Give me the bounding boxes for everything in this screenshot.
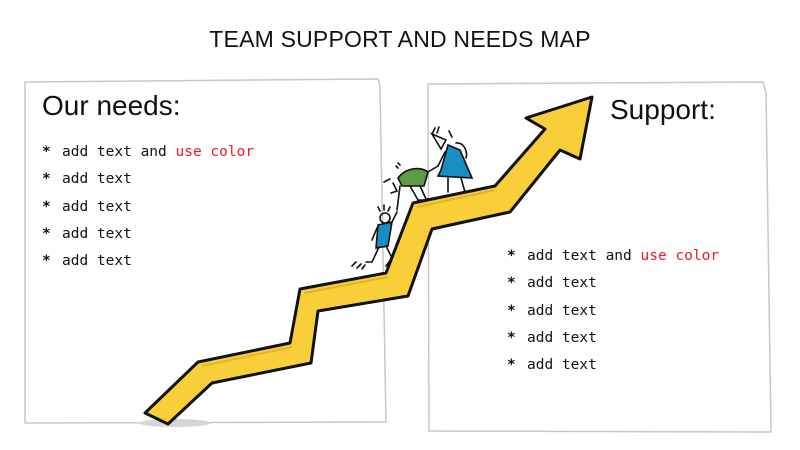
- list-item: *add text: [507, 352, 719, 379]
- list-item: *add text: [42, 194, 254, 221]
- support-list: *add text and use color *add text *add t…: [507, 243, 719, 379]
- list-item: *add text: [42, 248, 254, 275]
- accent-text: use color: [175, 144, 255, 160]
- bullet-icon: *: [507, 329, 516, 346]
- bullet-icon: *: [42, 198, 51, 215]
- accent-text: use color: [640, 248, 720, 264]
- list-item: *add text and use color: [507, 243, 719, 270]
- list-item: *add text: [507, 270, 719, 297]
- climbing-person-icon: [351, 204, 398, 270]
- arrow-shadow: [139, 419, 211, 427]
- helping-person-icon: [383, 162, 441, 211]
- needs-list: *add text and use color *add text *add t…: [42, 139, 254, 275]
- bullet-icon: *: [42, 144, 51, 160]
- bullet-icon: *: [507, 248, 516, 264]
- leading-person-icon: [430, 126, 474, 193]
- bullet-icon: *: [42, 253, 51, 270]
- bullet-icon: *: [42, 225, 51, 242]
- list-item: *add text: [42, 166, 254, 193]
- list-item: *add text: [507, 325, 719, 352]
- list-item: *add text and use color: [42, 139, 254, 166]
- rising-zigzag-arrow-icon: [143, 95, 594, 426]
- page-title: TEAM SUPPORT AND NEEDS MAP: [209, 26, 591, 52]
- bullet-icon: *: [507, 357, 516, 374]
- bullet-icon: *: [507, 302, 516, 319]
- right-panel-heading: Support:: [610, 94, 716, 125]
- list-item: *add text: [507, 298, 719, 325]
- left-panel-heading: Our needs:: [42, 90, 181, 121]
- bullet-icon: *: [42, 171, 51, 188]
- list-item: *add text: [42, 221, 254, 248]
- bullet-icon: *: [507, 275, 516, 292]
